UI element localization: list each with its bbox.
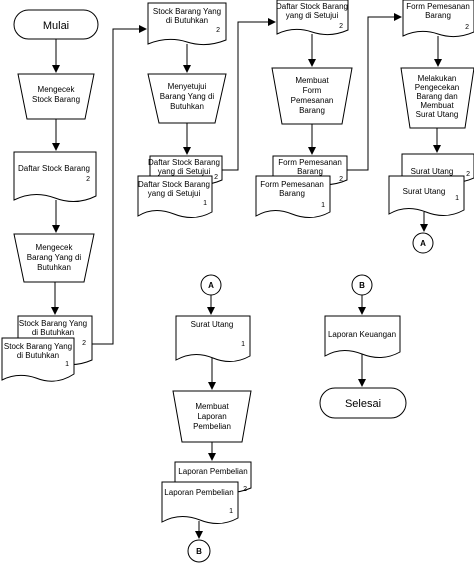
svg-text:yang di Setujui: yang di Setujui: [286, 11, 339, 20]
svg-text:Mulai: Mulai: [43, 20, 69, 32]
svg-text:Form Pemesanan: Form Pemesanan: [260, 180, 324, 189]
svg-text:B: B: [196, 547, 202, 556]
svg-text:Pembelian: Pembelian: [193, 422, 231, 431]
svg-text:2: 2: [216, 27, 220, 34]
svg-text:2: 2: [214, 174, 218, 181]
end-terminator[interactable]: Selesai: [319, 387, 407, 419]
svg-text:Surat Utang: Surat Utang: [403, 187, 446, 196]
process-make-purchase-report[interactable]: Membuat Laporan Pembelian: [172, 390, 252, 443]
svg-text:2: 2: [82, 340, 86, 347]
document-report-copy-1[interactable]: Laporan Pembelian 1: [161, 481, 239, 524]
process-verify-and-debt[interactable]: Melakukan Pengecekan Barang dan Membuat …: [400, 67, 474, 129]
start-terminator[interactable]: Mulai: [13, 9, 99, 40]
svg-text:Barang Yang di: Barang Yang di: [27, 253, 82, 262]
svg-text:2: 2: [466, 171, 470, 178]
process-check-needed[interactable]: Mengecek Barang Yang di Butuhkan: [13, 233, 95, 283]
svg-text:Daftar Stock Barang: Daftar Stock Barang: [138, 180, 210, 189]
svg-text:1: 1: [65, 361, 69, 368]
svg-text:2: 2: [465, 24, 469, 31]
svg-text:Barang: Barang: [425, 11, 451, 20]
svg-text:Membuat: Membuat: [195, 402, 229, 411]
svg-text:Melakukan: Melakukan: [418, 74, 457, 83]
svg-text:Butuhkan: Butuhkan: [170, 102, 204, 111]
document-order-copy-1[interactable]: Form Pemesanan Barang 1: [255, 175, 331, 218]
svg-text:Stock Barang: Stock Barang: [32, 95, 80, 104]
svg-text:yang di Setujui: yang di Setujui: [158, 167, 211, 176]
svg-text:Form: Form: [303, 86, 322, 95]
svg-text:Barang dan: Barang dan: [416, 92, 457, 101]
document-col3-top[interactable]: Daftar Stock Barang yang di Setujui 2: [276, 0, 349, 36]
svg-text:Selesai: Selesai: [345, 398, 381, 410]
svg-text:Form Pemesanan: Form Pemesanan: [278, 158, 342, 167]
svg-text:2: 2: [243, 486, 247, 493]
svg-text:1: 1: [321, 202, 325, 209]
svg-text:1: 1: [241, 341, 245, 348]
svg-text:Surat Utang: Surat Utang: [416, 110, 459, 119]
svg-text:Barang: Barang: [299, 106, 325, 115]
svg-text:B: B: [359, 281, 365, 290]
document-col4-top[interactable]: Form Pemesanan Barang 2: [402, 0, 474, 38]
svg-text:2: 2: [339, 176, 343, 183]
document-approved-copy-1[interactable]: Daftar Stock Barang yang di Setujui 1: [137, 175, 213, 218]
svg-text:Laporan Keuangan: Laporan Keuangan: [328, 330, 396, 339]
document-col2-top[interactable]: Stock Barang Yang di Butuhkan 2: [147, 2, 227, 46]
svg-text:Mengecek: Mengecek: [38, 85, 76, 94]
connector-b-in[interactable]: B: [351, 274, 373, 296]
svg-text:Stock Barang Yang: Stock Barang Yang: [4, 342, 72, 351]
svg-text:2: 2: [86, 176, 90, 183]
process-approve[interactable]: Menyetujui Barang Yang di Butuhkan: [147, 73, 227, 124]
svg-text:Menyetujui: Menyetujui: [168, 82, 207, 91]
svg-text:Mengecek: Mengecek: [36, 243, 74, 252]
svg-text:Laporan: Laporan: [197, 412, 226, 421]
svg-text:1: 1: [229, 508, 233, 515]
svg-text:Stock Barang Yang: Stock Barang Yang: [153, 7, 221, 16]
svg-text:Butuhkan: Butuhkan: [37, 263, 71, 272]
svg-text:Daftar Stock Barang: Daftar Stock Barang: [276, 2, 348, 11]
connector-a-in[interactable]: A: [200, 274, 222, 296]
connector-b-out[interactable]: B: [187, 539, 211, 563]
svg-text:1: 1: [203, 200, 207, 207]
svg-text:di Butuhkan: di Butuhkan: [17, 351, 59, 360]
svg-text:Daftar Stock Barang: Daftar Stock Barang: [18, 164, 90, 173]
svg-text:Laporan Pembelian: Laporan Pembelian: [164, 488, 233, 497]
svg-text:A: A: [420, 239, 426, 248]
svg-text:Pemesanan: Pemesanan: [291, 96, 334, 105]
svg-text:Membuat: Membuat: [420, 101, 454, 110]
svg-text:Membuat: Membuat: [295, 76, 329, 85]
document-debt-copy-1[interactable]: Surat Utang 1: [388, 175, 465, 216]
svg-text:di Butuhkan: di Butuhkan: [32, 328, 74, 337]
connector-a-out[interactable]: A: [412, 232, 434, 254]
svg-text:Laporan Pembelian: Laporan Pembelian: [178, 467, 247, 476]
svg-text:Stock Barang Yang: Stock Barang Yang: [19, 319, 87, 328]
process-make-order-form[interactable]: Membuat Form Pemesanan Barang: [271, 67, 353, 125]
svg-text:Pengecekan: Pengecekan: [415, 83, 459, 92]
svg-text:Surat Utang: Surat Utang: [191, 320, 234, 329]
document-debt-letter[interactable]: Surat Utang 1: [175, 315, 251, 362]
document-finance-report[interactable]: Laporan Keuangan: [324, 315, 401, 358]
svg-text:Barang: Barang: [297, 167, 323, 176]
svg-text:Daftar Stock Barang: Daftar Stock Barang: [148, 158, 220, 167]
svg-text:di Butuhkan: di Butuhkan: [166, 16, 208, 25]
svg-text:Barang Yang di: Barang Yang di: [160, 92, 215, 101]
svg-text:A: A: [208, 281, 214, 290]
svg-text:1: 1: [455, 195, 459, 202]
svg-text:Form Pemesanan: Form Pemesanan: [406, 2, 470, 11]
svg-text:yang di Setujui: yang di Setujui: [148, 189, 201, 198]
process-check-stock[interactable]: Mengecek Stock Barang: [17, 73, 95, 120]
svg-text:2: 2: [339, 23, 343, 30]
svg-text:Barang: Barang: [279, 189, 305, 198]
document-needed-copy-1[interactable]: Stock Barang Yang di Butuhkan 1: [1, 337, 75, 382]
document-stock-list[interactable]: Daftar Stock Barang 2: [13, 151, 97, 202]
svg-text:Surat Utang: Surat Utang: [411, 167, 454, 176]
